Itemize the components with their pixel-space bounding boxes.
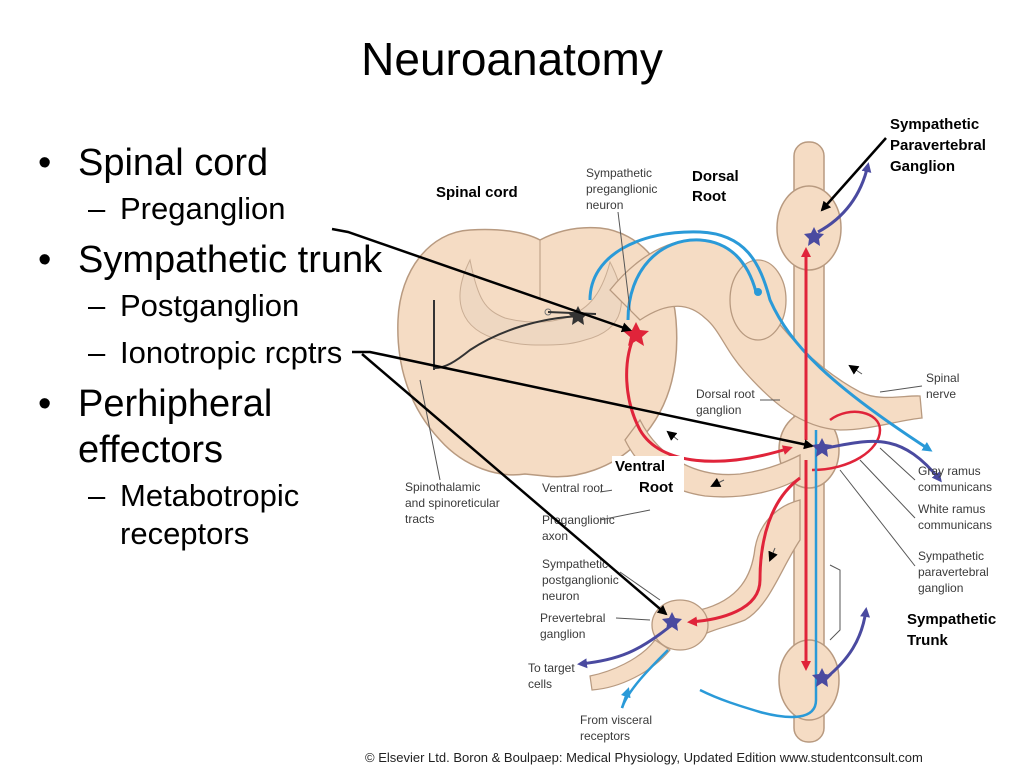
- label-tracts-1: Spinothalamic: [405, 480, 480, 494]
- annotation-spg-2: Paravertebral: [890, 137, 986, 154]
- subbullet-metabotropic: –Metabotropic receptors: [38, 477, 410, 553]
- dash-marker: –: [88, 288, 106, 323]
- label-white-1: White ramus: [918, 502, 985, 516]
- annotation-trunk-1: Sympathetic: [907, 611, 996, 628]
- bullet-text: Perhipheral effectors: [78, 383, 273, 471]
- annotation-ventral-root-1: Ventral: [615, 458, 665, 475]
- label-drg-1: Dorsal root: [696, 387, 755, 401]
- label-visceral-1: From visceral: [580, 713, 652, 727]
- annotation-ventral-root-2: Root: [639, 479, 673, 496]
- label-sympg-3: ganglion: [918, 581, 963, 595]
- arrow-paravertebral-ganglion: [820, 137, 887, 212]
- subbullet-text: Ionotropic rcptrs: [120, 335, 343, 370]
- subbullet-text: Preganglion: [120, 191, 286, 226]
- arrow-preganglion: [331, 227, 632, 333]
- label-pre-neuron-2: preganglionic: [586, 182, 657, 196]
- label-ventral-root: Ventral root: [542, 481, 604, 495]
- label-target-1: To target: [528, 661, 575, 675]
- label-white-2: communicans: [918, 518, 992, 532]
- label-sympg-1: Sympathetic: [918, 549, 984, 563]
- sympathetic-trunk-shape: [776, 141, 842, 743]
- label-pre-axon-2: axon: [542, 529, 568, 543]
- bullet-spinal-cord: • Spinal cord: [38, 140, 458, 186]
- label-leader-lines: [419, 211, 923, 641]
- bullet-peripheral-effectors: • Perhipheral effectors: [38, 381, 378, 473]
- dash-marker: –: [88, 478, 106, 513]
- label-post-neuron-3: neuron: [542, 589, 579, 603]
- spinal-cord-section: [397, 226, 678, 478]
- nerve-tissue: [589, 238, 923, 691]
- label-sympg-2: paravertebral: [918, 565, 989, 579]
- copyright-credit: © Elsevier Ltd. Boron & Boulpaep: Medica…: [365, 750, 923, 765]
- annotation-spinal-cord: Spinal cord: [436, 184, 518, 201]
- subbullet-text: Postganglion: [120, 288, 300, 323]
- label-target-2: cells: [528, 677, 552, 691]
- label-gray-1: Gray ramus: [918, 464, 981, 478]
- interneuron-icon: [568, 306, 588, 325]
- annotation-dorsal-root-2: Root: [692, 188, 726, 205]
- bullet-sympathetic-trunk: • Sympathetic trunk: [38, 237, 458, 283]
- pointer-arrows: [331, 137, 887, 616]
- figure-labels: Sympathetic preganglionic neuron Dorsal …: [405, 166, 992, 743]
- label-pre-neuron-3: neuron: [586, 198, 623, 212]
- label-gray-2: communicans: [918, 480, 992, 494]
- annotation-trunk-2: Trunk: [907, 632, 948, 649]
- bullet-marker: •: [38, 383, 52, 425]
- label-drg-2: ganglion: [696, 403, 741, 417]
- label-spinal-nerve-2: nerve: [926, 387, 956, 401]
- neuron-markers: [568, 227, 832, 687]
- label-spinal-nerve-1: Spinal: [926, 371, 959, 385]
- lower-ganglion-neuron-icon: [812, 668, 832, 687]
- mid-ganglion-neuron-icon: [812, 438, 832, 457]
- dash-marker: –: [88, 335, 106, 370]
- annotation-labels: Spinal cord Dorsal Root Ventral Root Sym…: [432, 116, 1024, 652]
- label-visceral-2: receptors: [580, 729, 630, 743]
- label-post-neuron-1: Sympathetic: [542, 557, 608, 571]
- label-preverteb-1: Prevertebral: [540, 611, 605, 625]
- nerve-fibers: [433, 162, 942, 719]
- label-preverteb-2: ganglion: [540, 627, 585, 641]
- bullet-text: Sympathetic trunk: [78, 239, 383, 281]
- bullet-marker: •: [38, 142, 52, 184]
- subbullet-postganglion: –Postganglion: [38, 287, 458, 325]
- subbullet-text: Metabotropic receptors: [120, 478, 300, 551]
- label-pre-neuron-1: Sympathetic: [586, 166, 652, 180]
- dash-marker: –: [88, 191, 106, 226]
- label-tracts-2: and spinoreticular: [405, 496, 500, 510]
- bullet-text: Spinal cord: [78, 142, 269, 184]
- arrow-postganglion-trunk: [352, 350, 814, 450]
- annotation-spg-3: Ganglion: [890, 158, 955, 175]
- subbullet-ionotropic: –Ionotropic rcptrs: [38, 334, 458, 372]
- annotation-dorsal-root-1: Dorsal: [692, 168, 739, 185]
- bullet-list: •Spinal cord –Preganglion •Sympathetic t…: [38, 140, 458, 562]
- annotation-spg-1: Sympathetic: [890, 116, 979, 133]
- preganglionic-neuron-icon: [623, 322, 649, 346]
- bullet-marker: •: [38, 239, 52, 281]
- label-tracts-3: tracts: [405, 512, 434, 526]
- subbullet-preganglion: –Preganglion: [38, 190, 458, 228]
- label-pre-axon-1: Preganglionic: [542, 513, 615, 527]
- arrow-postganglion-prevertebral: [361, 353, 668, 616]
- upper-ganglion-neuron-icon: [804, 227, 824, 246]
- label-post-neuron-2: postganglionic: [542, 573, 619, 587]
- prevertebral-neuron-icon: [662, 612, 682, 631]
- slide-title: Neuroanatomy: [361, 33, 663, 85]
